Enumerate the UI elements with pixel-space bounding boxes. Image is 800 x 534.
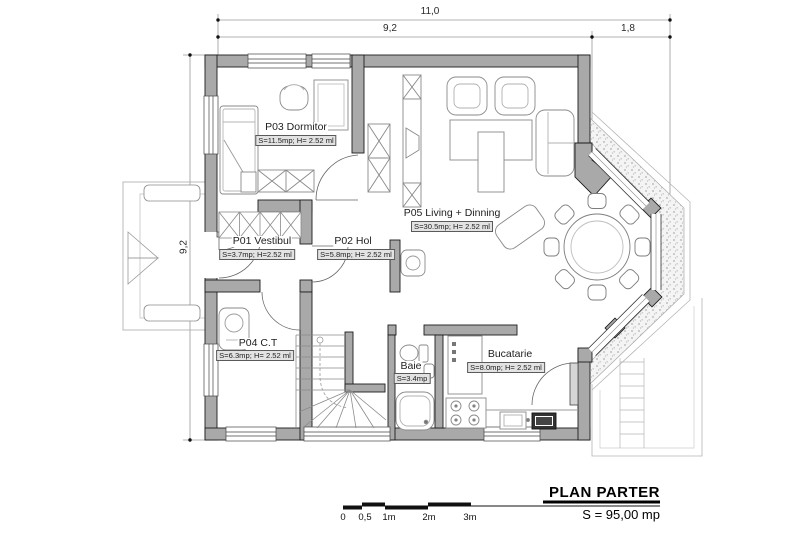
title-underline <box>543 500 660 504</box>
door-kitchen-exterior <box>531 362 579 406</box>
bay-windows <box>588 148 662 356</box>
toilet <box>399 344 429 363</box>
scale-label-1m: 1m <box>382 512 396 523</box>
scale-label-0: 0 <box>340 512 346 523</box>
scale-label-3m: 3m <box>463 512 477 523</box>
dim-left-width: 9,2 <box>381 23 399 34</box>
room-name-p01: P01 Vestibul <box>231 235 293 248</box>
dimension-ticks <box>188 18 672 442</box>
shelf-column <box>367 123 391 193</box>
counter <box>486 409 578 430</box>
stove <box>445 397 487 429</box>
door-bedroom <box>315 154 359 201</box>
window-bottom-ct <box>225 426 277 442</box>
dining-set <box>543 193 651 301</box>
plan-title: PLAN PARTER <box>548 484 660 501</box>
room-details-bucatarie: S=8.0mp; H= 2.52 ml <box>467 362 545 374</box>
armchair-2 <box>494 76 536 116</box>
room-details-p05: S=30.5mp; H= 2.52 ml <box>411 221 493 233</box>
tv-unit <box>402 74 422 208</box>
window-top-dresser <box>311 53 351 69</box>
windows <box>203 53 541 442</box>
armchair-1 <box>446 76 488 116</box>
chaise <box>495 204 545 250</box>
dresser <box>313 79 349 131</box>
room-name-p04: P04 C.T <box>237 337 279 350</box>
plan-area: S = 95,00 mp <box>582 507 660 522</box>
interior-walls <box>204 54 518 441</box>
room-details-p02: S=5.8mp; H= 2.52 ml <box>317 249 395 261</box>
dim-height: 9,2 <box>178 238 190 256</box>
room-details-p04: S=6.3mp; H= 2.52 ml <box>216 350 294 362</box>
wardrobe-low <box>240 169 315 193</box>
entry-porch <box>122 181 208 331</box>
room-details-p01: S=3.7mp; H=2.52 ml <box>219 249 295 261</box>
room-name-p03: P03 Dormitor <box>264 121 328 134</box>
tv-icon <box>405 127 420 159</box>
sofa <box>535 109 575 177</box>
room-name-baie: Baie <box>399 360 423 373</box>
room-details-baie: S=3.4mp <box>393 373 431 385</box>
stairs <box>295 334 387 429</box>
bedroom-furniture <box>219 79 349 195</box>
dimension-lines <box>183 14 671 441</box>
dim-total-width: 11,0 <box>418 6 442 17</box>
room-name-bucatarie: Bucatarie <box>486 348 534 361</box>
window-left-bedroom <box>203 95 219 155</box>
room-name-p02: P02 Hol <box>333 235 373 248</box>
living-furniture <box>367 74 575 277</box>
window-left-ct <box>203 343 219 397</box>
window-bottom-stairs <box>303 426 391 442</box>
desk-chair <box>279 84 309 111</box>
terrace <box>579 111 703 457</box>
bathroom-fixtures <box>395 344 435 431</box>
shower <box>395 391 435 431</box>
window-top-bedroom <box>247 53 307 69</box>
hol-washbasin <box>400 249 426 277</box>
room-details-p03: S=11.5mp; H= 2.52 ml <box>255 135 337 147</box>
terrace-steps <box>619 358 645 448</box>
room-name-p05: P05 Living + Dinning <box>402 207 502 220</box>
scale-bar <box>343 500 660 510</box>
scale-label-05: 0,5 <box>358 512 372 523</box>
door-ct <box>261 291 301 331</box>
scale-label-2m: 2m <box>422 512 436 523</box>
coffee-table <box>449 119 533 193</box>
dim-right-width: 1,8 <box>619 23 637 34</box>
